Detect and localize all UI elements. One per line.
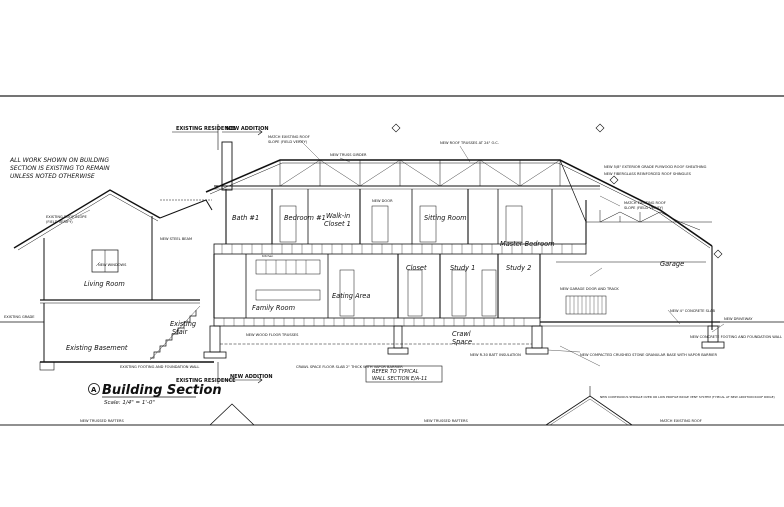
room-master-bedroom: Master Bedroom bbox=[500, 240, 555, 248]
section-tag: A bbox=[91, 386, 97, 394]
note-new-trussed-rafters-right: NEW TRUSSED RAFTERS bbox=[424, 419, 468, 423]
leader-lines bbox=[69, 139, 725, 367]
new-addition-structure bbox=[203, 141, 784, 359]
svg-text:NEW ADDITION: NEW ADDITION bbox=[226, 126, 269, 132]
note-new-osb: NEW 5/8" EXTERIOR GRADE PLYWOOD ROOF SHE… bbox=[604, 165, 707, 169]
svg-text:SECTION IS EXISTING TO REMAIN: SECTION IS EXISTING TO REMAIN bbox=[10, 165, 110, 172]
room-study-2: Study 2 bbox=[506, 264, 531, 272]
room-crawl-space-line1: Crawl bbox=[452, 330, 471, 338]
section-title-text: Building Section bbox=[102, 383, 222, 398]
note-existing-footing: EXISTING FOOTING AND FOUNDATION WALL bbox=[120, 365, 199, 369]
room-kitchen: Kitchen bbox=[262, 254, 273, 258]
svg-text:EXISTING RESIDENCE: EXISTING RESIDENCE bbox=[176, 378, 236, 384]
note-new-asphalt: NEW FIBERGLASS REINFORCED ROOF SHINGLES bbox=[604, 172, 692, 176]
note-new-door: NEW DOOR bbox=[372, 199, 393, 203]
note-new-floor-trusses: NEW WOOD FLOOR TRUSSES bbox=[246, 333, 299, 337]
section-scale: Scale: 1/4" = 1'-0" bbox=[104, 400, 155, 406]
note-match-roof-top-line1: MATCH EXISTING ROOF bbox=[268, 135, 310, 139]
room-existing-stair-line1: Existing bbox=[170, 320, 196, 328]
note-match-existing-roof-bottom: MATCH EXISTING ROOF bbox=[660, 419, 702, 423]
note-existing-roof-slope-line1: EXISTING ROOF SLOPE bbox=[46, 215, 87, 219]
new-addition-marker-bottom: NEW ADDITION bbox=[222, 374, 273, 384]
room-eating-area: Eating Area bbox=[332, 292, 370, 300]
room-bedroom-1: Bedroom #1 bbox=[284, 214, 326, 222]
note-match-roof-right-line2: SLOPE (FIELD VERIFY) bbox=[624, 206, 664, 210]
note-new-concrete-footing: NEW CONCRETE FOOTING AND FOUNDATION WALL bbox=[690, 335, 782, 339]
room-sitting-room: Sitting Room bbox=[424, 214, 467, 222]
note-insulation: NEW R-30 BATT INSULATION bbox=[470, 353, 521, 357]
existing-residence bbox=[0, 189, 214, 371]
note-new-roof-trusses: NEW ROOF TRUSSES AT 24" O.C. bbox=[440, 141, 499, 145]
note-vapor-barrier: CRAWL SPACE FLOOR SLAB 2" THICK WITH VAP… bbox=[296, 365, 403, 369]
room-existing-stair-line2: Stair bbox=[172, 328, 189, 336]
room-existing-basement: Existing Basement bbox=[66, 344, 128, 352]
room-walkin-closet-line1: Walk-in bbox=[326, 212, 350, 220]
note-match-roof-top-line2: SLOPE (FIELD VERIFY) bbox=[268, 140, 308, 144]
note-existing-roof-slope-line2: (FIELD VERIFY) bbox=[46, 220, 73, 224]
room-family-room: Family Room bbox=[252, 304, 295, 312]
room-closet: Closet bbox=[406, 264, 427, 272]
room-living-room: Living Room bbox=[84, 280, 125, 288]
note-steel-beam: NEW STEEL BEAM bbox=[160, 237, 192, 241]
note-new-shingle: NEW CONTINUOUS SHINGLE OVER OR LOW PROFI… bbox=[600, 395, 775, 399]
note-match-roof-right-line1: MATCH EXISTING ROOF bbox=[624, 201, 666, 205]
svg-text:REFER TO TYPICAL: REFER TO TYPICAL bbox=[372, 369, 419, 375]
note-new-truss-girder: NEW TRUSS GIRDER bbox=[330, 153, 367, 157]
note-existing-grade: EXISTING GRADE bbox=[4, 315, 35, 319]
note-new-garage-door: NEW GARAGE DOOR AND TRACK bbox=[560, 287, 619, 291]
svg-text:UNLESS NOTED OTHERWISE: UNLESS NOTED OTHERWISE bbox=[10, 173, 95, 180]
svg-text:EXISTING RESIDENCE: EXISTING RESIDENCE bbox=[176, 126, 236, 132]
svg-text:WALL SECTION E/A-11: WALL SECTION E/A-11 bbox=[372, 376, 427, 382]
refer-note: REFER TO TYPICAL WALL SECTION E/A-11 bbox=[365, 365, 443, 383]
note-new-trussed-rafters-left: NEW TRUSSED RAFTERS bbox=[80, 419, 124, 423]
existing-residence-marker-top: EXISTING RESIDENCE bbox=[172, 124, 236, 150]
section-cut-markers bbox=[391, 123, 723, 259]
note-new-driveway: NEW DRIVEWAY bbox=[724, 317, 753, 321]
room-study-1: Study 1 bbox=[450, 264, 475, 272]
room-crawl-space-line2: Space bbox=[452, 338, 472, 346]
note-new-windows: NEW WINDOWS bbox=[98, 263, 127, 267]
lower-partial-drawings bbox=[209, 386, 633, 426]
existing-residence-marker-bottom: EXISTING RESIDENCE bbox=[176, 362, 236, 384]
room-walkin-closet-line2: Closet 1 bbox=[324, 220, 351, 228]
svg-text:ALL WORK SHOWN ON BUILDING: ALL WORK SHOWN ON BUILDING bbox=[9, 157, 109, 164]
note-crushed-stone: NEW COMPACTED CRUSHED STONE GRANULAR BAS… bbox=[580, 353, 717, 357]
section-title: A Building Section Scale: 1/4" = 1'-0" bbox=[88, 383, 222, 406]
new-addition-marker-top: NEW ADDITION bbox=[222, 126, 269, 136]
room-garage: Garage bbox=[660, 260, 684, 268]
general-note: ALL WORK SHOWN ON BUILDING SECTION IS EX… bbox=[9, 157, 110, 180]
note-new-concrete-slab: NEW 4" CONCRETE SLAB bbox=[670, 309, 715, 313]
svg-text:NEW ADDITION: NEW ADDITION bbox=[230, 374, 273, 380]
room-bath-1: Bath #1 bbox=[232, 214, 259, 222]
